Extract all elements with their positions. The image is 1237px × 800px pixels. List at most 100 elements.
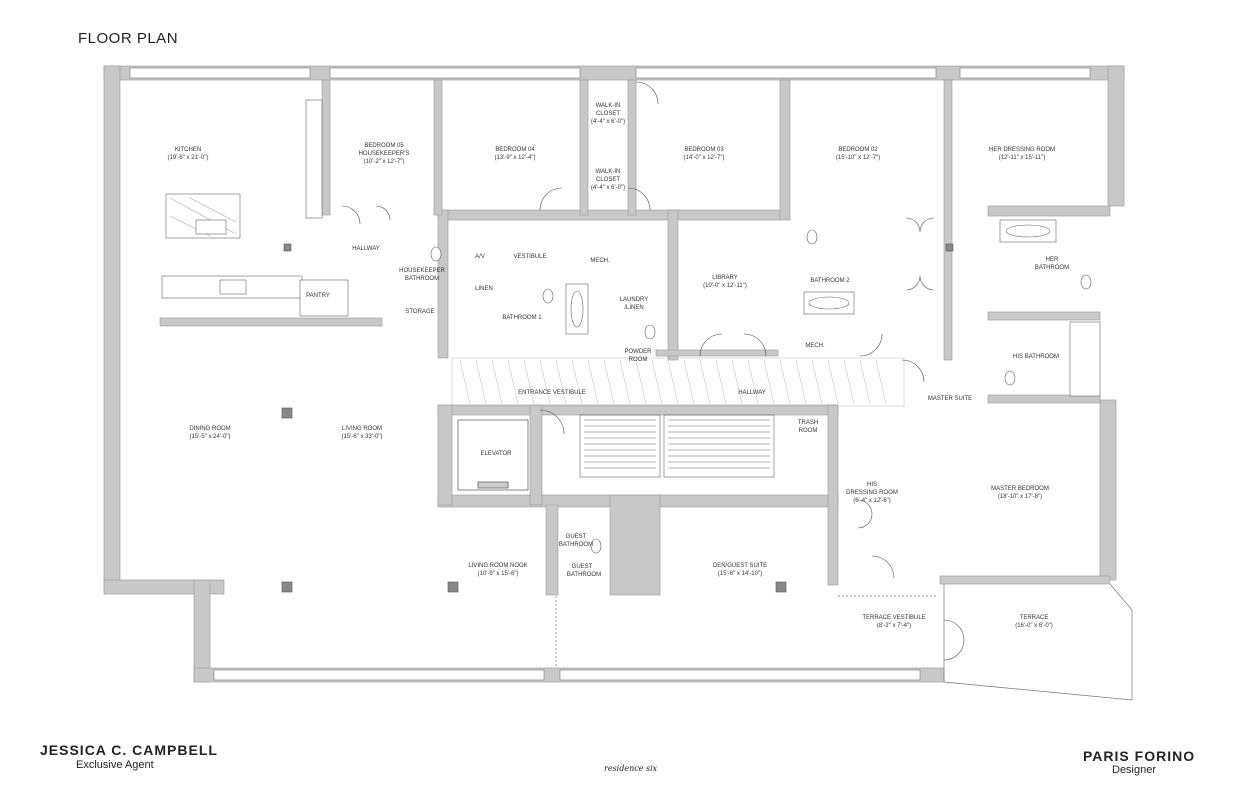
room-powder-2: ROOM	[629, 357, 648, 363]
wall-terrace-top	[939, 575, 1111, 585]
wall-northeast	[1107, 65, 1125, 207]
room-hisdressing-2: DRESSING ROOM	[846, 490, 898, 496]
wall-bed5-west	[321, 79, 331, 216]
room-walkin2-2: CLOSET	[596, 177, 620, 183]
wall-elevator-east	[529, 404, 543, 506]
room-elevator: ELEVATOR	[480, 451, 512, 457]
room-hisdressing: HIS	[867, 482, 877, 488]
windows	[129, 67, 1091, 681]
page-title: FLOOR PLAN	[78, 30, 179, 47]
room-dining-dims: (15'-5" x 24'-0")	[190, 434, 231, 440]
room-living: LIVING ROOM	[342, 426, 382, 432]
designer-name: PARIS FORINO	[1083, 748, 1196, 764]
wall-bath1-west	[437, 209, 449, 359]
doors	[341, 81, 965, 661]
room-bedroom04: BEDROOM 04	[495, 147, 535, 153]
wall-bed3-east	[779, 79, 791, 221]
wall-bed2-east	[943, 79, 953, 361]
wall-dressing-west	[827, 404, 839, 586]
room-hallway-kitchen: HALLWAY	[352, 246, 380, 252]
room-powder: POWDER	[625, 349, 653, 355]
room-av: A/V	[475, 254, 485, 260]
room-mech2: MECH.	[805, 343, 825, 349]
room-walkin1-dims: (4'-4" x 6'-0")	[591, 119, 625, 125]
wall-library-south	[655, 349, 779, 357]
wall-herbath-top	[987, 205, 1111, 217]
room-hkbath: HOUSEKEEPER	[399, 268, 445, 274]
wall-core-top	[437, 404, 839, 416]
room-hkbath-2: BATHROOM	[405, 276, 439, 282]
room-kitchen: KITCHEN	[175, 147, 201, 153]
room-guestbath2: GUEST	[572, 564, 593, 570]
hallway-floor	[451, 357, 905, 407]
room-walkin1: WALK-IN	[596, 103, 621, 109]
room-hallway-main: HALLWAY	[738, 390, 766, 396]
room-library: LIBRARY	[712, 275, 738, 281]
room-nook-dims: (10'-9" x 15'-6")	[478, 571, 519, 577]
room-bathroom2: BATHROOM 2	[810, 278, 850, 284]
room-guestbath1: GUEST	[566, 534, 587, 540]
room-living-dims: (15'-6" x 33'-0")	[342, 434, 383, 440]
room-hisbath: HIS BATHROOM	[1013, 354, 1059, 360]
room-mech1: MECH.	[590, 258, 610, 264]
room-bedroom05-dims: (10'-2" x 12'-7")	[364, 159, 405, 165]
designer-role: Designer	[1112, 764, 1157, 776]
room-dining: DINING ROOM	[189, 426, 230, 432]
room-vestibule: VESTIBULE	[513, 254, 546, 260]
room-pantry: PANTRY	[306, 293, 330, 299]
room-storage: STORAGE	[405, 309, 434, 315]
stairs	[579, 414, 775, 478]
wall-southwest	[193, 579, 211, 683]
room-entrance: ENTRANCE VESTIBULE	[518, 390, 586, 396]
room-labels: KITCHEN (19'-6" x 21'-0") BEDROOM 05 HOU…	[168, 103, 1070, 629]
room-hisdressing-dims: (6'-4" x 12'-6")	[853, 498, 891, 504]
room-laundry: LAUNDRY	[620, 297, 649, 303]
room-walkin2-dims: (4'-4" x 6'-0")	[591, 185, 625, 191]
room-bedroom03-dims: (14'-0" x 12'-7")	[684, 155, 725, 161]
wall-east	[1099, 399, 1117, 581]
terrace-edge	[555, 583, 1133, 701]
room-terracevest-dims: (8'-2" x 7'-4")	[877, 623, 911, 629]
room-bedroom03: BEDROOM 03	[684, 147, 724, 153]
wall-bed-south	[437, 209, 781, 221]
room-library-dims: (10'-0" x 12'-11")	[703, 283, 747, 289]
room-laundry-2: /LINEN	[624, 305, 643, 311]
agent-role: Exclusive Agent	[76, 759, 154, 771]
room-guestbath2-2: BATHROOM	[567, 572, 601, 578]
room-terrace-dims: (16'-0" x 6'-0")	[1015, 623, 1053, 629]
walls	[103, 65, 1125, 683]
wall-herbath-bottom	[987, 311, 1101, 321]
wall-library-west	[667, 209, 679, 361]
room-linen: LINEN	[475, 286, 493, 292]
agent-name: JESSICA C. CAMPBELL	[40, 742, 218, 758]
room-nook: LIVING ROOM NOOK	[468, 563, 527, 569]
room-herdressing-dims: (12'-11" x 15'-11")	[999, 155, 1046, 161]
room-bedroom02-dims: (15'-10" x 12'-7")	[836, 155, 880, 161]
room-masterbed: MASTER BEDROOM	[991, 486, 1049, 492]
room-herbath-2: BATHROOM	[1035, 265, 1069, 271]
wall-elevator-west	[437, 404, 453, 506]
room-herdressing: HER DRESSING ROOM	[989, 147, 1055, 153]
room-walkin2: WALK-IN	[596, 169, 621, 175]
room-den: DEN/GUEST SUITE	[713, 563, 767, 569]
wall-west	[103, 65, 121, 587]
room-den-dims: (15'-6" x 14'-10")	[718, 571, 762, 577]
room-walkin1-2: CLOSET	[596, 111, 620, 117]
wall-closet-east	[627, 79, 637, 216]
wall-bed5-east	[433, 79, 443, 216]
room-trash-2: ROOM	[799, 428, 818, 434]
brand-mark: residence six	[604, 764, 658, 773]
kitchen-fixtures	[161, 99, 349, 317]
room-masterbed-dims: (18'-10" x 17'-8")	[998, 494, 1042, 500]
bath-fixtures	[430, 219, 1101, 554]
room-terracevest: TERRACE VESTIBULE	[862, 615, 925, 621]
room-bedroom05-sub: HOUSEKEEPER'S	[359, 151, 410, 157]
wall-hisbath-bottom	[987, 394, 1101, 404]
room-bedroom05: BEDROOM 05	[364, 143, 404, 149]
room-terrace: TERRACE	[1020, 615, 1049, 621]
room-bedroom02: BEDROOM 02	[838, 147, 878, 153]
room-kitchen-dims: (19'-6" x 21'-0")	[168, 155, 209, 161]
columns	[281, 243, 954, 593]
room-herbath: HER	[1046, 257, 1059, 263]
